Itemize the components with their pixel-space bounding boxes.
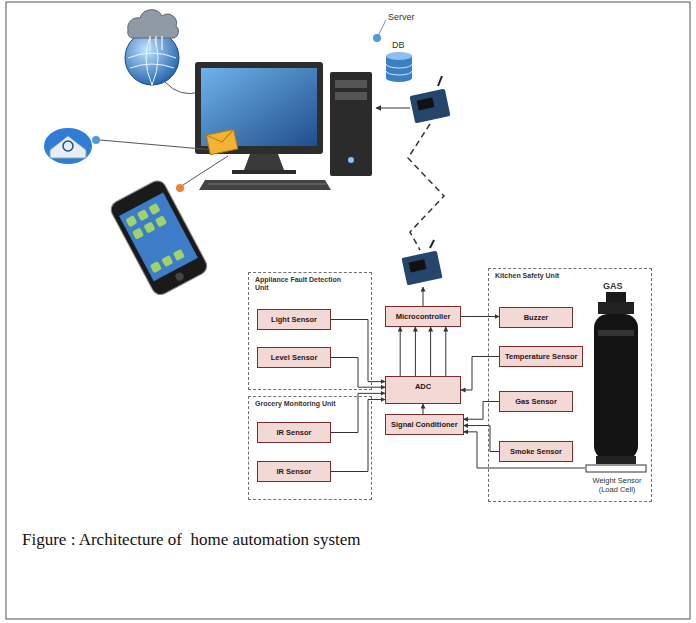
network-link (165, 82, 200, 94)
box-label: Temperature Sensor (505, 352, 577, 361)
server-label: Server (388, 12, 415, 22)
internet-globe (125, 10, 179, 85)
module-link (376, 108, 410, 109)
sensor-box: Level Sensor (257, 347, 331, 368)
smartphone (108, 178, 210, 298)
network-link (100, 140, 214, 150)
signal-arrow (461, 316, 499, 317)
unit-group: Appliance Fault Detection UnitLight Sens… (248, 272, 372, 390)
unit-heading: Grocery Monitoring Unit (255, 400, 341, 408)
box-label: Level Sensor (263, 353, 325, 362)
sensor-box: IR Sensor (257, 461, 331, 482)
db-label: DB (392, 40, 405, 50)
box-label: Smoke Sensor (505, 447, 567, 456)
signal-arrow (415, 327, 416, 376)
signal-arrow (331, 400, 385, 472)
unit-heading: Appliance Fault Detection Unit (255, 276, 341, 292)
actuator-box: Buzzer (499, 307, 573, 328)
load-cell-wire (464, 432, 585, 468)
box-label: ADC (391, 382, 455, 391)
box-label: Microcontroller (391, 312, 455, 321)
figure-caption: Figure : Architecture of home automation… (22, 530, 361, 550)
module-link (423, 287, 424, 306)
link-dot (176, 184, 184, 192)
message-icon (206, 129, 238, 154)
leader-dot (373, 34, 381, 42)
unit-group: Grocery Monitoring Unit IR Sensor IR Senso… (248, 396, 372, 500)
gas-cylinder (594, 292, 638, 464)
signal-arrow (423, 404, 424, 414)
signal-arrow (464, 426, 499, 452)
signal-arrow (461, 357, 499, 391)
email-icon (44, 128, 92, 164)
cylinder-label: GAS (603, 281, 623, 291)
server-tower (330, 72, 372, 176)
box-label: Light Sensor (263, 315, 325, 324)
conditioner-box: Signal Conditioner (385, 414, 464, 435)
box-label: IR Sensor (263, 467, 325, 476)
load-cell (586, 465, 646, 472)
sensor-box: Light Sensor (257, 309, 331, 330)
box-label: Signal Conditioner (391, 420, 458, 429)
sensor-box: Gas Sensor (499, 391, 573, 412)
wireless-module (409, 76, 450, 123)
sensor-caption: Weight Sensor (Load Cell) (582, 476, 652, 494)
unit-group: Kitchen Safety UnitBuzzerTemperature Sen… (488, 268, 652, 502)
signal-arrow (445, 327, 446, 376)
box-label: Gas Sensor (505, 397, 567, 406)
link-dot (92, 136, 100, 144)
sensor-box: IR Sensor (257, 422, 331, 443)
computer-monitor (195, 62, 331, 190)
sensor-box: Smoke Sensor (499, 441, 573, 462)
signal-arrow (331, 358, 385, 388)
box-label: IR Sensor (263, 428, 325, 437)
frame (6, 2, 690, 619)
wireless-module (401, 240, 442, 285)
database-symbol (386, 52, 412, 82)
network-link (183, 156, 228, 185)
wireless-link (408, 124, 444, 250)
adc-box: ADC (385, 376, 461, 404)
controller-box: Microcontroller (385, 306, 461, 327)
signal-arrow (430, 327, 431, 376)
unit-heading: Kitchen Safety Unit (495, 272, 581, 280)
box-label: Buzzer (505, 313, 567, 322)
signal-arrow (464, 402, 499, 420)
signal-arrow (400, 327, 401, 376)
sensor-box: Temperature Sensor (499, 346, 583, 367)
leader-line (378, 20, 386, 36)
